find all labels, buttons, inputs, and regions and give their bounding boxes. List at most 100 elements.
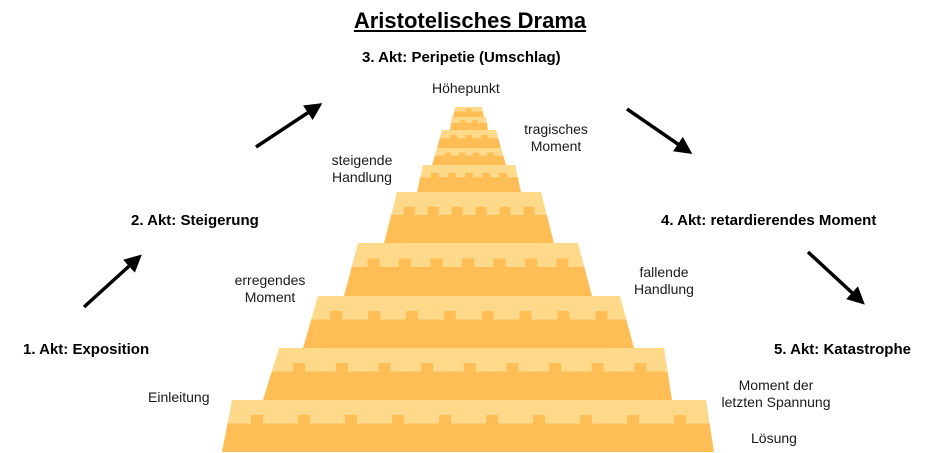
pyramid-brick — [465, 135, 473, 139]
pyramid-brick — [523, 206, 535, 216]
pyramid-tier-top — [311, 296, 627, 320]
pyramid-brick — [330, 311, 343, 320]
arrow-retardierend-to-katastrophe — [806, 250, 865, 305]
pyramid-brick — [465, 108, 472, 112]
pyramid-brick — [439, 415, 452, 424]
label-hoehepunkt: Höhepunkt — [432, 80, 500, 96]
pyramid-brick — [367, 258, 380, 268]
label-letzte-line1: Moment der — [738, 377, 814, 393]
page-title: Aristotelisches Drama — [353, 8, 587, 33]
pyramid-brick — [451, 206, 463, 216]
label-erregendes-moment: erregendes Moment — [227, 272, 313, 306]
pyramid-brick — [482, 172, 490, 178]
pyramid-brick — [627, 415, 640, 424]
act-1-label: 1. Akt: Exposition — [23, 341, 150, 358]
pyramid-brick — [674, 415, 687, 424]
pyramid-brick — [458, 152, 466, 157]
pyramid-brick — [421, 363, 434, 372]
act-4-label: 4. Akt: retardierendes Moment — [661, 212, 877, 229]
pyramid-tier-bottom — [263, 371, 672, 400]
pyramid-tier-bottom — [303, 319, 634, 348]
pyramid-tier-top — [420, 165, 518, 178]
label-loesung: Lösung — [751, 430, 797, 446]
pyramid-brick — [465, 172, 473, 178]
pyramid-brick — [525, 258, 538, 268]
pyramid-brick — [427, 206, 439, 216]
label-einleitung: Einleitung — [148, 389, 210, 405]
pyramid-tier-bottom — [384, 214, 554, 243]
pyramid-brick — [499, 172, 508, 178]
pyramid-brick — [378, 363, 391, 372]
pyramid-tier-bottom — [432, 155, 506, 165]
pyramid-brick — [444, 152, 451, 157]
pyramid-brick — [493, 258, 506, 268]
pyramid-brick — [591, 363, 604, 372]
pyramid-brick — [472, 152, 480, 157]
label-steigende-handlung: steigende Handlung — [323, 152, 401, 186]
pyramid-brick — [472, 119, 478, 124]
pyramid-tier-bottom — [437, 138, 501, 148]
pyramid-brick — [463, 363, 476, 372]
pyramid-brick — [556, 258, 569, 268]
pyramid-brick — [448, 172, 456, 178]
pyramid-brick — [519, 311, 532, 320]
pyramid-tier-bottom — [453, 111, 484, 117]
label-fallende-line1: fallende — [639, 264, 689, 280]
pyramid-tier-bottom — [450, 122, 488, 130]
pyramid-brick — [443, 311, 456, 320]
label-moment-letzte-spannung: Moment der letzten Spannung — [712, 377, 840, 411]
pyramid-brick — [486, 415, 499, 424]
pyramid-brick — [298, 415, 311, 424]
pyramid-brick — [481, 311, 494, 320]
label-steigende-line1: steigende — [331, 152, 393, 168]
pyramid-brick — [368, 311, 381, 320]
pyramid-brick — [462, 258, 474, 268]
label-erregendes-line1: erregendes — [234, 272, 306, 288]
pyramid-tier-top — [434, 148, 504, 156]
label-erregendes-line2: Moment — [244, 289, 296, 305]
pyramid-brick — [392, 415, 405, 424]
pyramid-brick — [430, 172, 439, 178]
pyramid-brick — [450, 135, 457, 139]
label-tragisches-line1: tragisches — [524, 121, 588, 137]
label-tragisches-moment: tragisches Moment — [515, 121, 597, 155]
label-fallende-line2: Handlung — [634, 281, 694, 297]
label-steigende-line2: Handlung — [332, 169, 392, 185]
arrow-exposition-to-steigerung — [82, 254, 142, 309]
pyramid-brick — [345, 415, 358, 424]
pyramid-tiers — [222, 107, 714, 452]
pyramid-tier-bottom — [417, 177, 521, 192]
pyramid-brick — [481, 135, 488, 139]
pyramid-brick — [595, 311, 608, 320]
pyramid-tier-bottom — [344, 266, 592, 296]
label-fallende-handlung: fallende Handlung — [628, 264, 700, 298]
act-2-label: 2. Akt: Steigerung — [131, 212, 259, 229]
pyramid-brick — [293, 363, 306, 372]
pyramid-tier-top — [271, 348, 668, 372]
pyramid-brick — [548, 363, 561, 372]
pyramid-brick — [405, 311, 418, 320]
pyramid-brick — [634, 363, 647, 372]
act-5-label: 5. Akt: Katastrophe — [774, 341, 911, 358]
pyramid-tier-top — [451, 117, 487, 123]
pyramid-brick — [251, 415, 264, 424]
pyramid-brick — [335, 363, 348, 372]
pyramid-brick — [430, 258, 443, 268]
label-letzte-line2: letzten Spannung — [721, 394, 831, 410]
label-tragisches-line2: Moment — [530, 138, 582, 154]
pyramid-brick — [499, 206, 511, 216]
pyramid-brick — [403, 206, 415, 216]
pyramid-brick — [475, 206, 487, 216]
act-3-label: 3. Akt: Peripetie (Umschlag) — [362, 49, 561, 66]
arrow-peripetie-to-retardierend — [626, 107, 693, 154]
pyramid-brick — [487, 152, 494, 157]
pyramid-brick — [506, 363, 519, 372]
pyramid-brick — [533, 415, 546, 424]
pyramid-brick — [460, 119, 466, 124]
pyramid-tier-bottom — [222, 423, 714, 452]
pyramid-brick — [557, 311, 570, 320]
pyramid-brick — [398, 258, 411, 268]
arrow-steigerung-to-peripetie — [255, 103, 323, 149]
pyramid-brick — [580, 415, 593, 424]
